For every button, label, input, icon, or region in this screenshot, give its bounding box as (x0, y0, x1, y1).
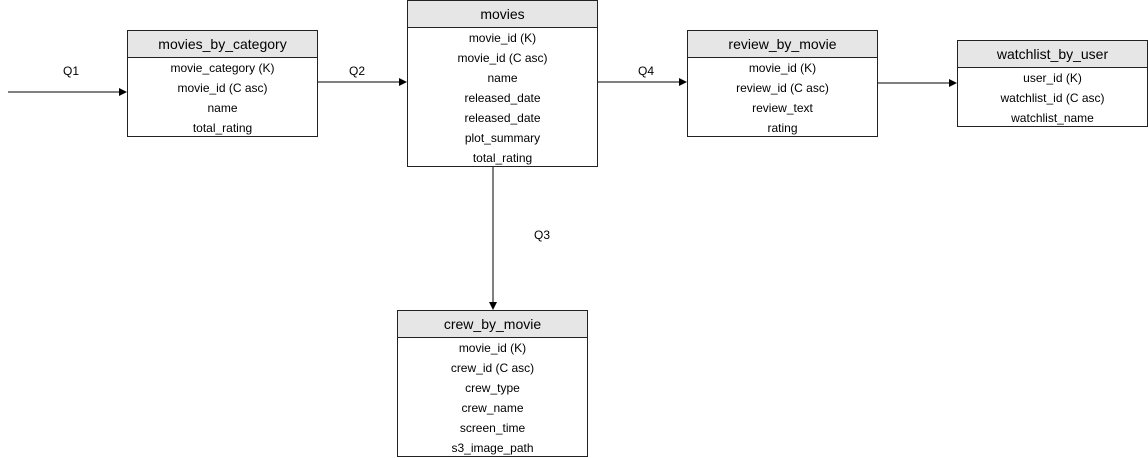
table-field: watchlist_id (C asc) (1000, 91, 1105, 105)
table-field: crew_name (461, 401, 524, 415)
table-field: crew_id (C asc) (450, 361, 535, 375)
table-field: s3_image_path (451, 441, 534, 455)
table-title: movies_by_category (128, 31, 317, 58)
table-field: total_rating (192, 121, 253, 135)
table-field: review_id (C asc) (736, 81, 829, 95)
table-field: movie_id (C asc) (457, 51, 548, 65)
table-field: crew_type (465, 381, 520, 395)
table-field: review_text (752, 101, 813, 115)
edge-label-q3: Q3 (534, 228, 551, 242)
table-review-by-movie: review_by_movie movie_id (K) review_id (… (687, 30, 878, 137)
table-field: movie_category (K) (170, 61, 275, 75)
edge-label-q2: Q2 (349, 64, 366, 78)
table-field: plot_summary (464, 131, 541, 145)
table-field: rating (767, 121, 798, 135)
table-field: movie_id (K) (468, 31, 537, 45)
table-field: screen_time (459, 421, 526, 435)
table-title: crew_by_movie (398, 311, 587, 338)
table-movies: movies movie_id (K) movie_id (C asc) nam… (407, 0, 598, 167)
table-movies-by-category: movies_by_category movie_category (K) mo… (127, 30, 318, 137)
table-field: watchlist_name (1011, 111, 1094, 125)
table-field: released_date (464, 111, 541, 125)
table-crew-by-movie: crew_by_movie movie_id (K) crew_id (C as… (397, 310, 588, 457)
edge-label-q1: Q1 (63, 64, 80, 78)
table-field: movie_id (K) (748, 61, 817, 75)
table-field: movie_id (C asc) (177, 81, 268, 95)
table-field: name (207, 101, 238, 115)
table-title: review_by_movie (688, 31, 877, 58)
table-field: user_id (K) (1023, 71, 1082, 85)
table-watchlist-by-user: watchlist_by_user user_id (K) watchlist_… (957, 40, 1148, 127)
table-title: movies (408, 1, 597, 28)
table-title: watchlist_by_user (958, 41, 1147, 68)
table-field: total_rating (472, 151, 533, 165)
table-field: released_date (464, 91, 541, 105)
edge-label-q4: Q4 (638, 64, 655, 78)
table-field: name (487, 71, 518, 85)
table-field: movie_id (K) (458, 341, 527, 355)
